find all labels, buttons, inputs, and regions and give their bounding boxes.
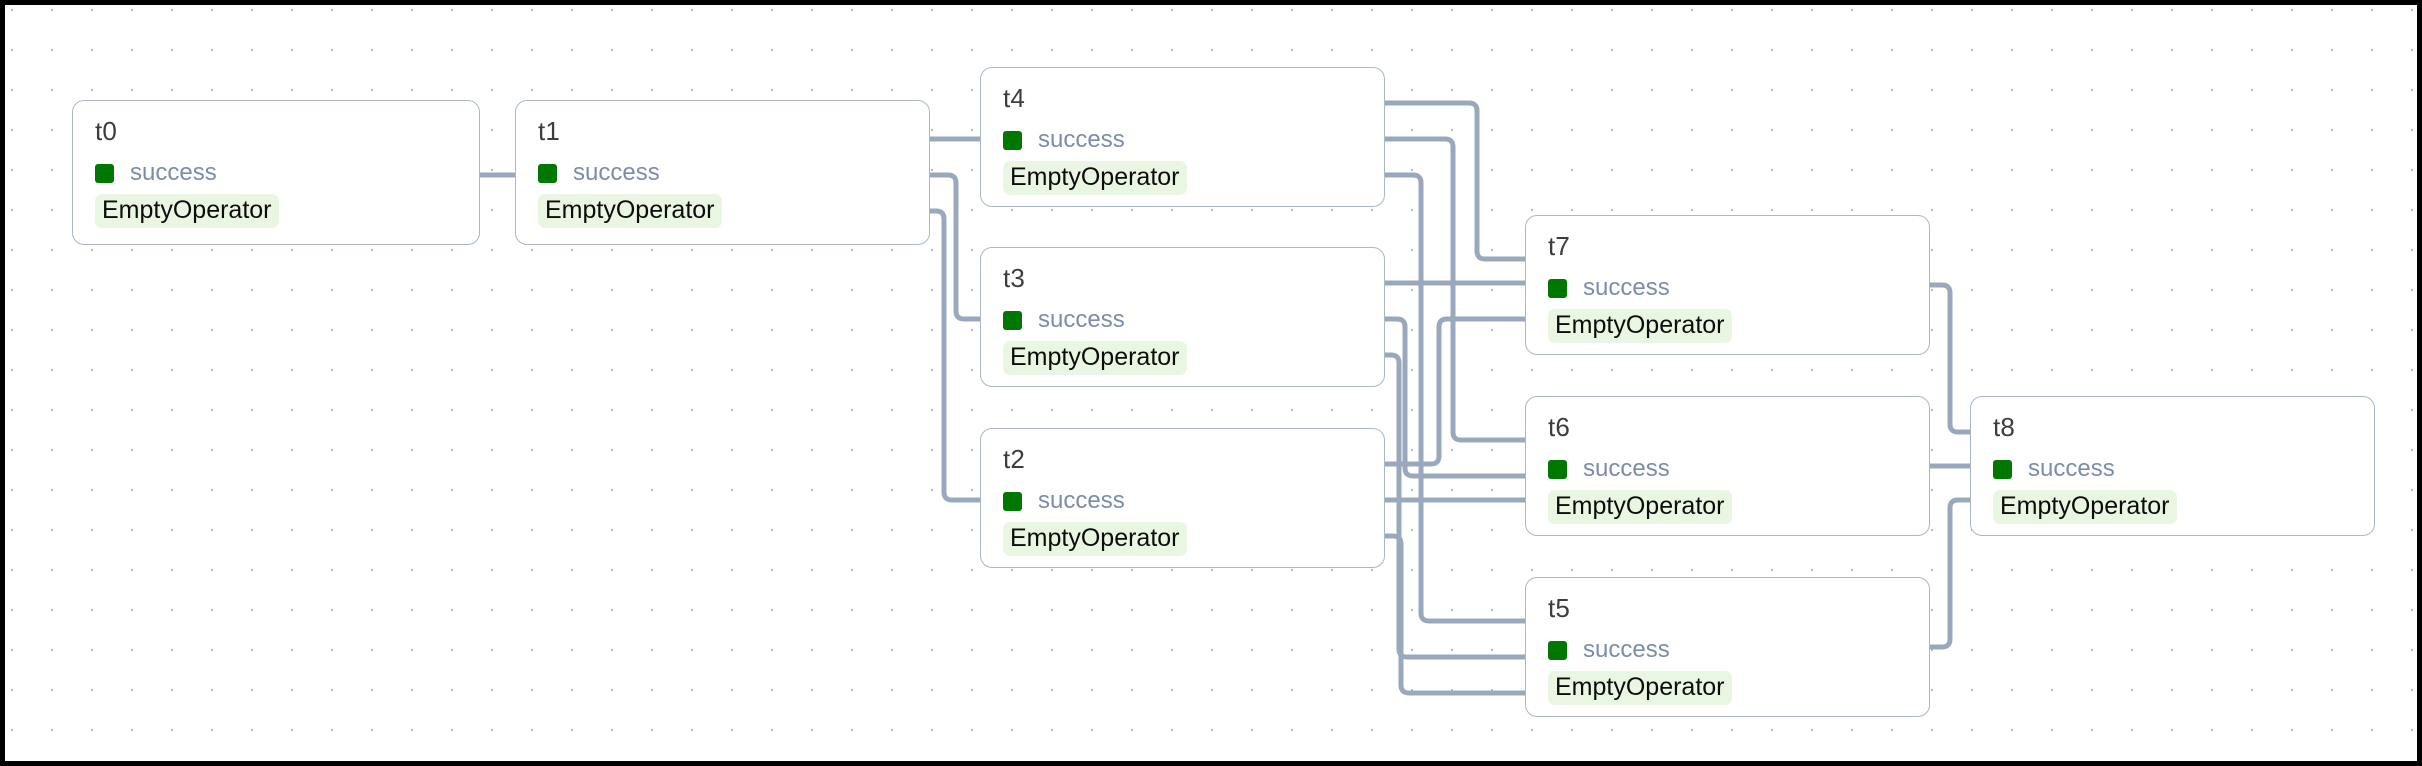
task-node-id: t4	[1003, 83, 1025, 113]
operator-badge-wrap: EmptyOperator	[1548, 301, 1929, 343]
edge-t1-to-t2[interactable]	[927, 208, 983, 503]
task-state-label: success	[1583, 455, 1670, 482]
task-node-id: t6	[1548, 412, 1570, 442]
operator-badge-wrap: EmptyOperator	[538, 186, 929, 228]
edge-t4-to-t5[interactable]	[1382, 172, 1528, 624]
task-state-row: success	[1548, 456, 1929, 482]
operator-badge: EmptyOperator	[1993, 490, 2177, 524]
operator-badge: EmptyOperator	[1003, 341, 1187, 375]
task-node-id: t7	[1548, 231, 1570, 261]
edge-t4-to-t6[interactable]	[1382, 136, 1528, 443]
task-state-label: success	[130, 159, 217, 186]
task-node-id: t0	[95, 116, 117, 146]
operator-badge-wrap: EmptyOperator	[95, 186, 479, 228]
success-state-icon	[1548, 278, 1567, 298]
operator-badge: EmptyOperator	[1003, 522, 1187, 556]
edge-layer	[477, 100, 1973, 696]
task-state-row: success	[1003, 488, 1384, 514]
edge-t2-to-t5[interactable]	[1382, 533, 1528, 696]
operator-badge: EmptyOperator	[538, 194, 722, 228]
task-node-id: t1	[538, 116, 560, 146]
operator-badge-wrap: EmptyOperator	[1003, 153, 1384, 195]
success-state-icon	[1003, 130, 1022, 150]
task-state-row: success	[1003, 127, 1384, 153]
operator-badge: EmptyOperator	[1548, 309, 1732, 343]
task-state-row: success	[1993, 456, 2374, 482]
edge-t5-to-t8[interactable]	[1927, 497, 1973, 650]
task-state-label: success	[1038, 487, 1125, 514]
success-state-icon	[1003, 310, 1022, 330]
task-state-label: success	[1038, 126, 1125, 153]
success-state-icon	[95, 163, 114, 183]
task-state-row: success	[1003, 307, 1384, 333]
operator-badge-wrap: EmptyOperator	[1993, 482, 2374, 524]
edge-t2-to-t7[interactable]	[1382, 316, 1528, 467]
task-state-label: success	[1583, 636, 1670, 663]
operator-badge-wrap: EmptyOperator	[1003, 333, 1384, 375]
task-state-label: success	[1038, 306, 1125, 333]
operator-badge-wrap: EmptyOperator	[1548, 663, 1929, 705]
edge-t3-to-t5[interactable]	[1382, 352, 1528, 660]
task-state-label: success	[1583, 274, 1670, 301]
edge-t3-to-t6[interactable]	[1382, 316, 1528, 479]
task-node-id: t5	[1548, 593, 1570, 623]
operator-badge-wrap: EmptyOperator	[1548, 482, 1929, 524]
task-state-row: success	[1548, 637, 1929, 663]
operator-badge: EmptyOperator	[1548, 671, 1732, 705]
edge-t1-to-t3[interactable]	[927, 172, 983, 322]
operator-badge: EmptyOperator	[95, 194, 279, 228]
task-state-row: success	[95, 160, 479, 186]
success-state-icon	[1003, 491, 1022, 511]
task-state-row: success	[1548, 275, 1929, 301]
operator-badge: EmptyOperator	[1548, 490, 1732, 524]
success-state-icon	[538, 163, 557, 183]
task-node-id: t2	[1003, 444, 1025, 474]
task-state-label: success	[573, 159, 660, 186]
success-state-icon	[1548, 640, 1567, 660]
edge-t4-to-t7[interactable]	[1382, 100, 1528, 262]
task-node-id: t8	[1993, 412, 2015, 442]
edge-t7-to-t8[interactable]	[1927, 282, 1973, 435]
operator-badge-wrap: EmptyOperator	[1003, 514, 1384, 556]
task-state-row: success	[538, 160, 929, 186]
success-state-icon	[1548, 459, 1567, 479]
task-node-id: t3	[1003, 263, 1025, 293]
task-state-label: success	[2028, 455, 2115, 482]
success-state-icon	[1993, 459, 2012, 479]
operator-badge: EmptyOperator	[1003, 161, 1187, 195]
